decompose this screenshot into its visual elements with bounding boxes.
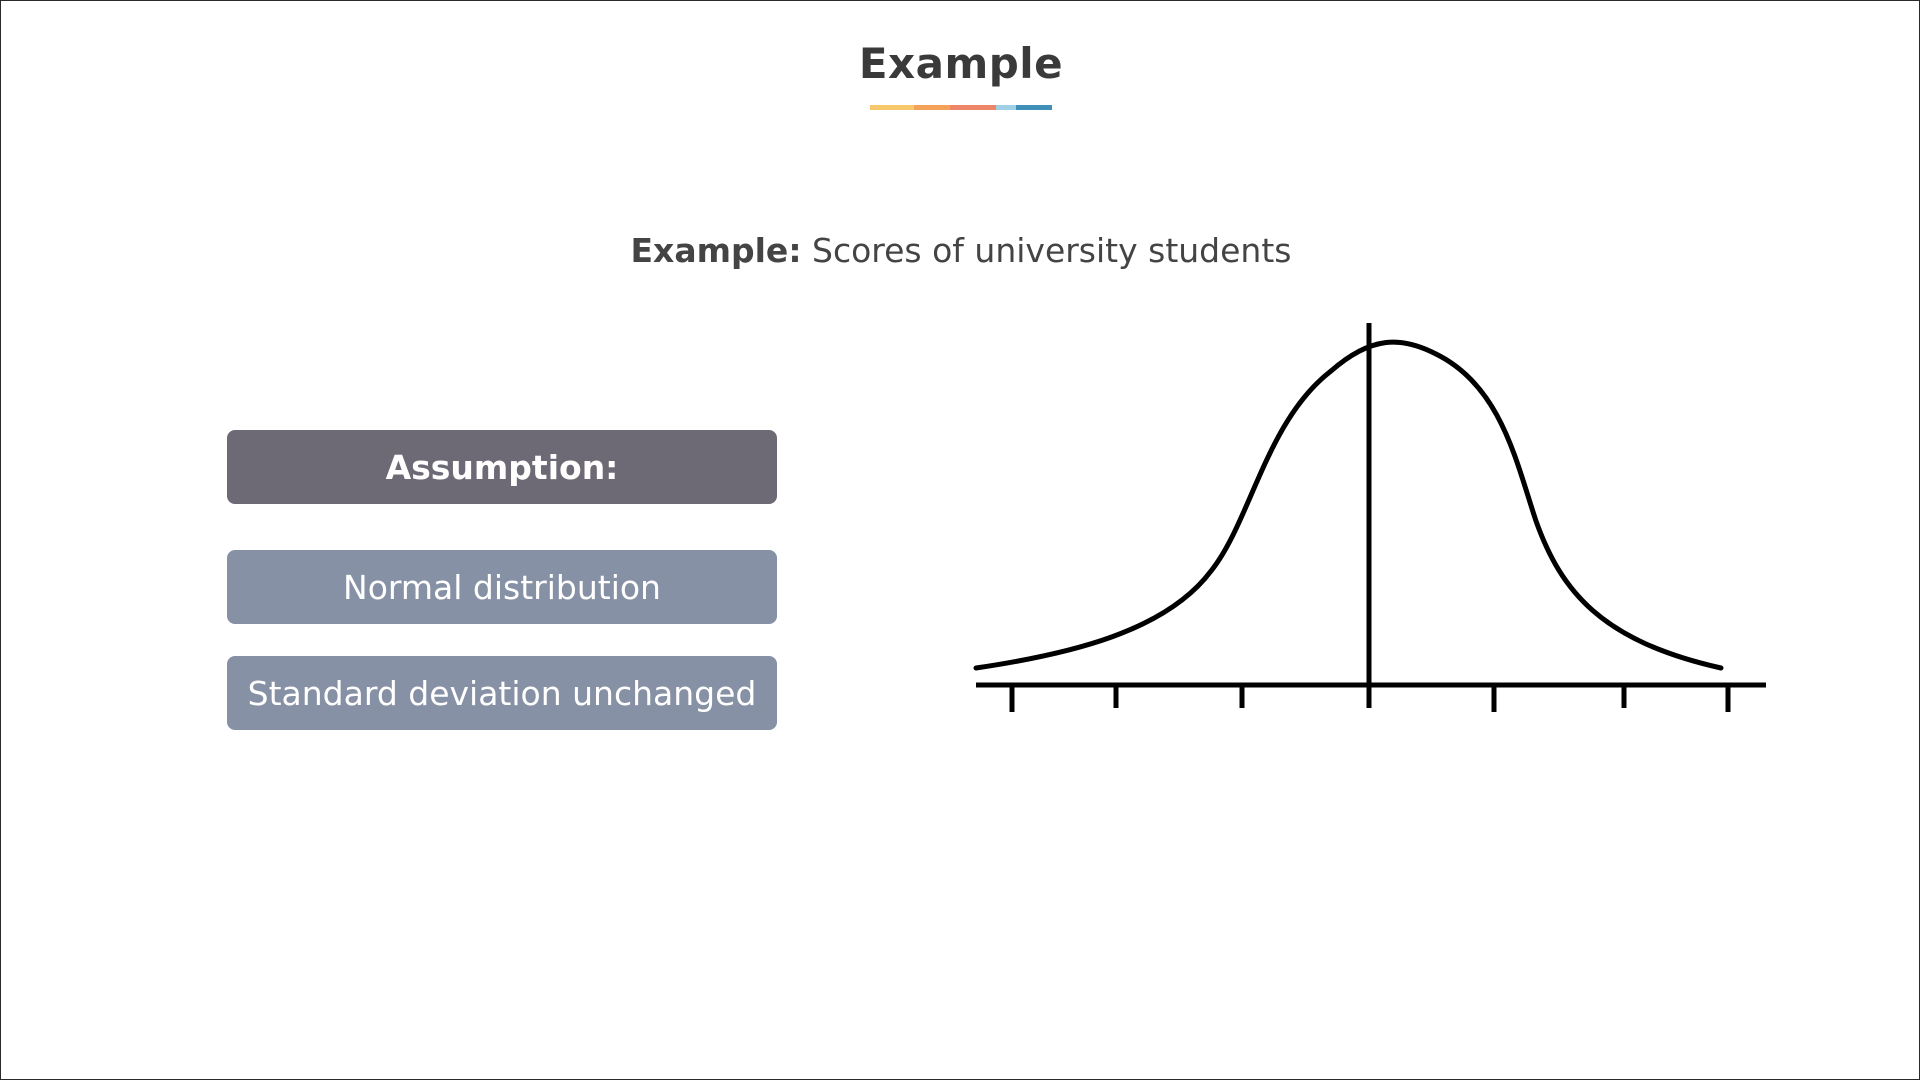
subtitle-lead: Example: xyxy=(630,231,802,270)
underline-segment-yellow xyxy=(870,105,914,110)
example-subtitle: Example: Scores of university students xyxy=(1,231,1920,270)
slide-title: Example xyxy=(858,39,1064,88)
title-underline xyxy=(870,105,1052,110)
assumption-normal-distribution: Normal distribution xyxy=(227,550,777,624)
bell-curve xyxy=(973,339,1724,671)
normal-distribution-diagram xyxy=(973,323,1766,712)
underline-segment-lightblue xyxy=(996,105,1016,110)
assumption-header: Assumption: xyxy=(227,430,777,504)
assumption-standard-deviation: Standard deviation unchanged xyxy=(227,656,777,730)
underline-segment-salmon xyxy=(950,105,996,110)
underline-segment-orange xyxy=(914,105,950,110)
underline-segment-blue xyxy=(1016,105,1052,110)
subtitle-text: Scores of university students xyxy=(801,231,1292,270)
axis-ticks xyxy=(1009,685,1731,712)
